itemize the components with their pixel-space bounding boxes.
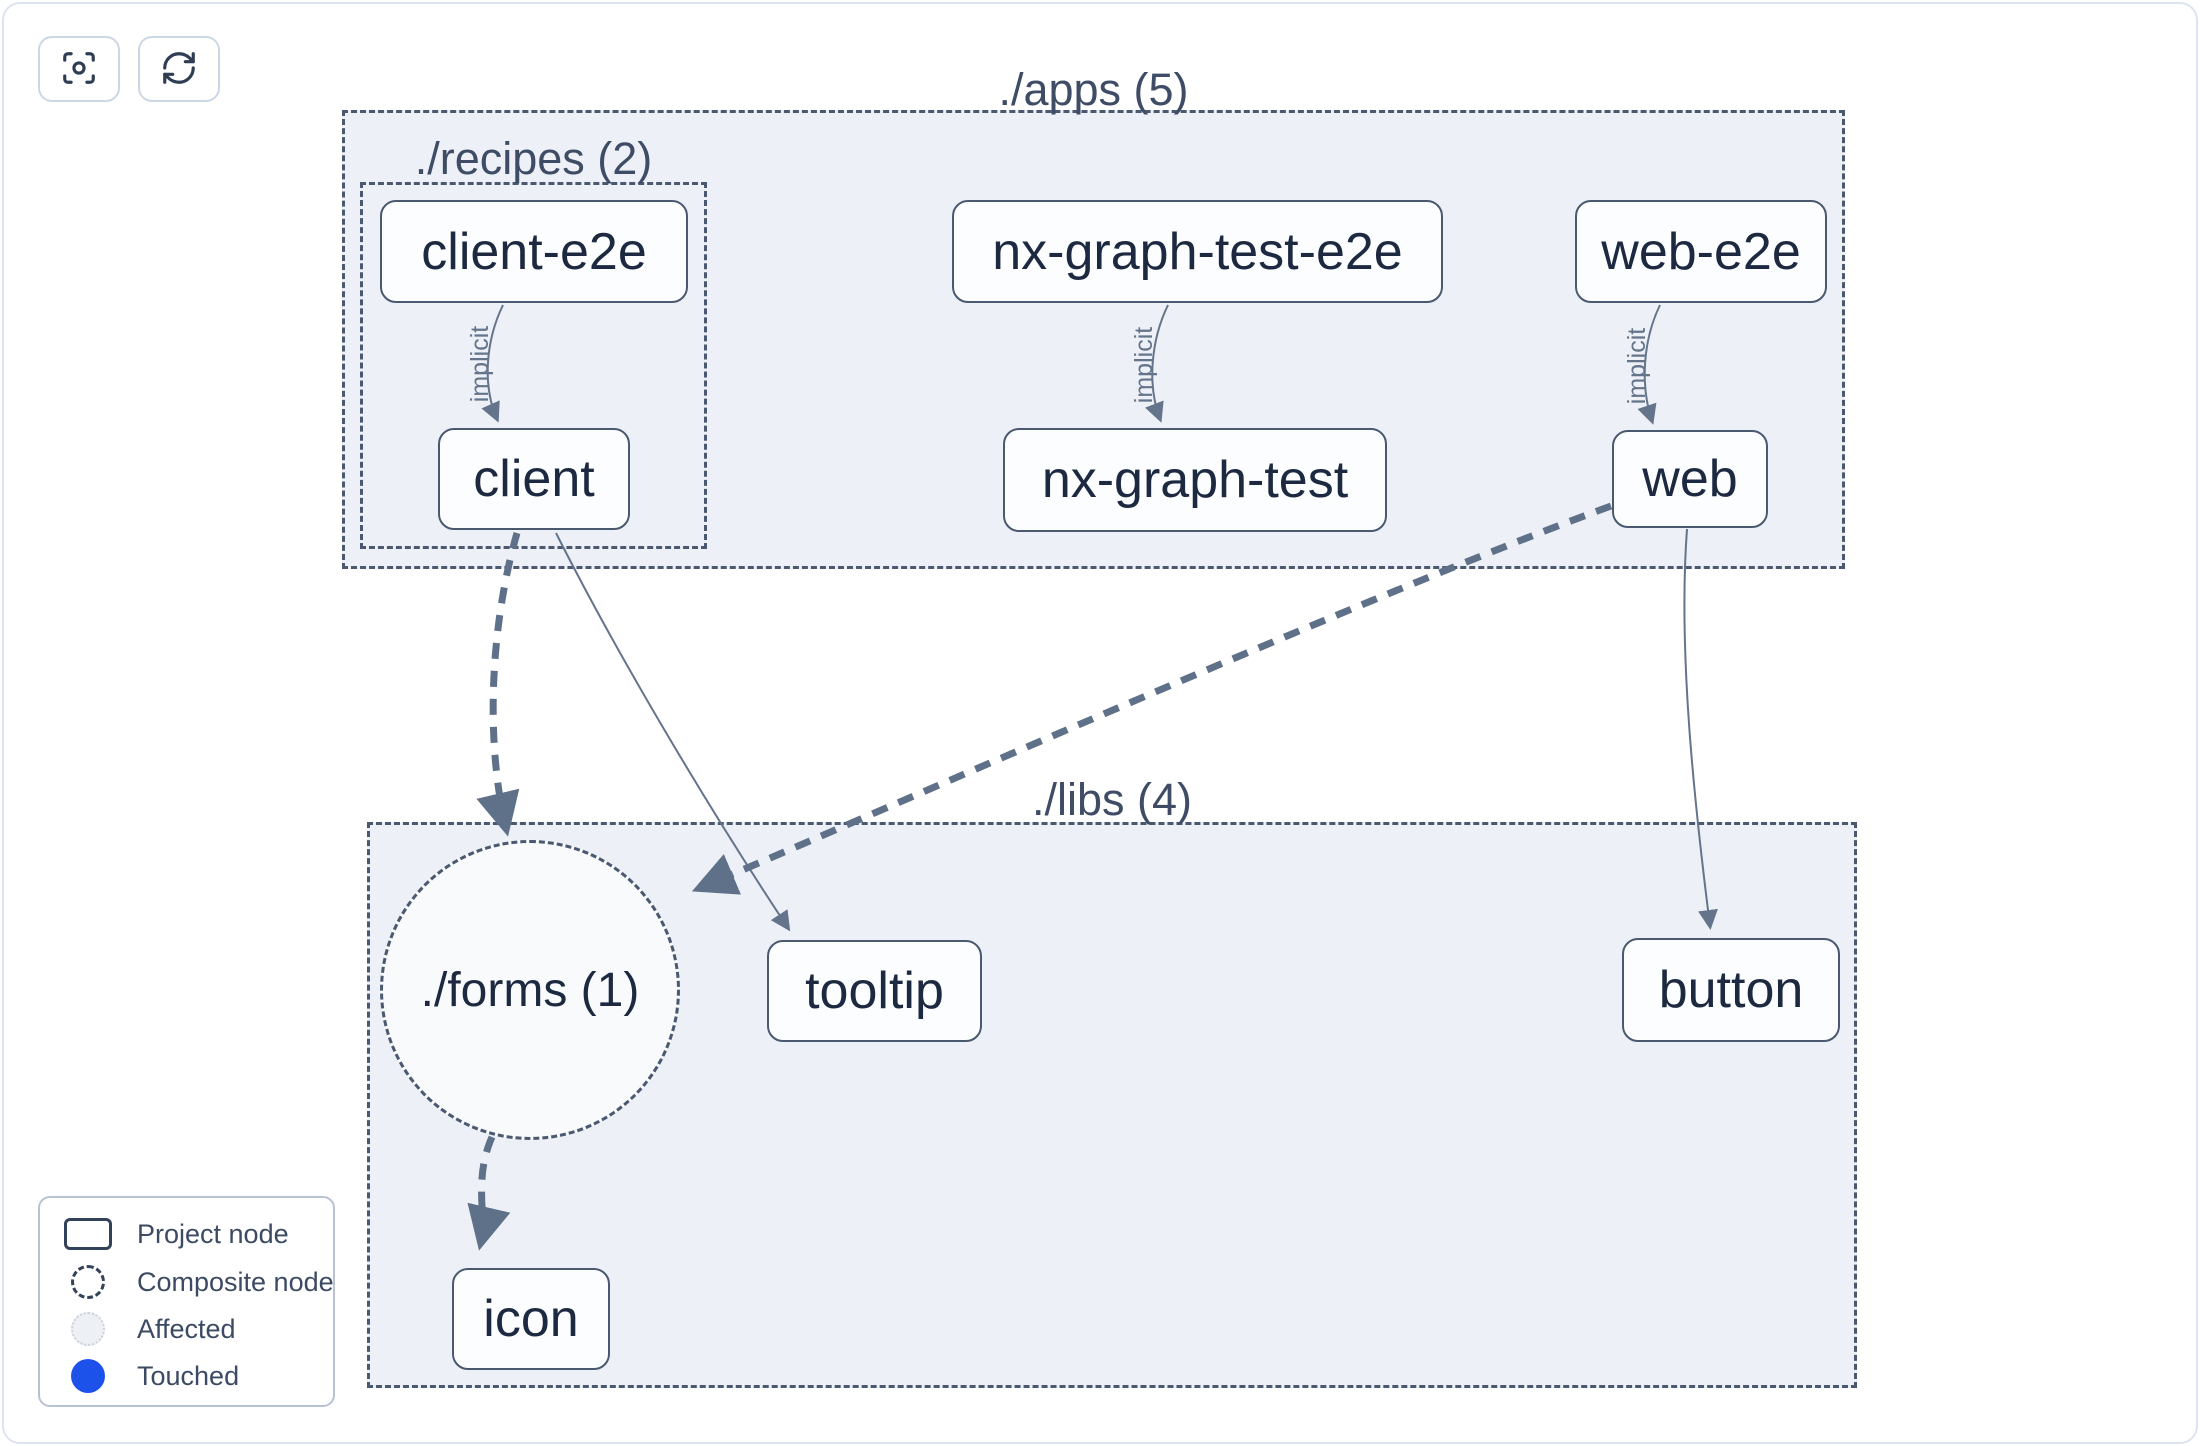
composite-node-forms[interactable]: ./forms (1) [380, 840, 680, 1140]
node-client[interactable]: client [438, 428, 630, 530]
container-recipes-label: ./recipes (2) [414, 133, 653, 184]
focus-icon [60, 49, 98, 90]
legend-row-affected: Affected [40, 1305, 333, 1353]
legend-row-composite-node: Composite node [40, 1258, 334, 1306]
node-button[interactable]: button [1622, 938, 1840, 1042]
node-client-e2e[interactable]: client-e2e [380, 200, 688, 303]
affected-icon [71, 1312, 105, 1346]
node-icon[interactable]: icon [452, 1268, 610, 1370]
legend-label: Composite node [137, 1266, 334, 1297]
legend-row-project-node: Project node [40, 1210, 333, 1258]
refresh-icon [160, 49, 198, 90]
node-web-e2e[interactable]: web-e2e [1575, 200, 1827, 303]
legend-row-touched: Touched [40, 1352, 333, 1400]
node-nx-graph-test[interactable]: nx-graph-test [1003, 428, 1387, 532]
legend-panel: Project node Composite node Affected Tou… [38, 1196, 335, 1407]
refresh-graph-button[interactable] [138, 36, 220, 102]
container-libs-label: ./libs (4) [1031, 774, 1193, 825]
touched-icon [71, 1359, 105, 1393]
node-nx-graph-test-e2e[interactable]: nx-graph-test-e2e [952, 200, 1443, 303]
project-node-icon [64, 1218, 112, 1250]
legend-label: Affected [137, 1313, 236, 1344]
container-apps-label: ./apps (5) [998, 64, 1189, 115]
node-tooltip[interactable]: tooltip [767, 940, 982, 1042]
composite-node-icon [71, 1265, 105, 1299]
legend-label: Touched [137, 1360, 240, 1391]
legend-label: Project node [137, 1218, 289, 1249]
node-web[interactable]: web [1612, 430, 1768, 528]
center-graph-button[interactable] [38, 36, 120, 102]
